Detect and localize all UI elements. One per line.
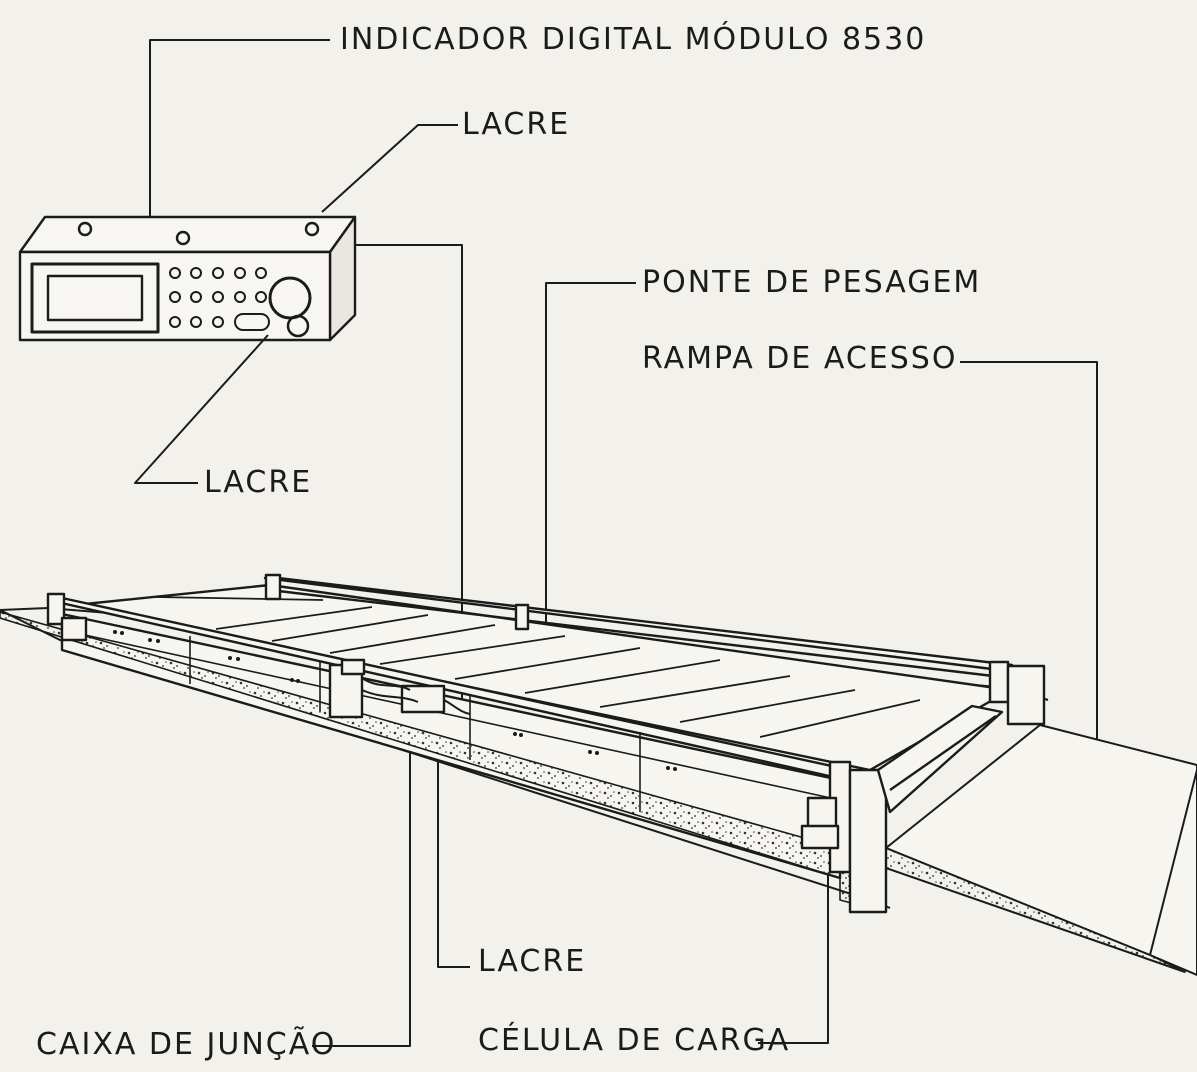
label-ponte-de-pesagem: PONTE DE PESAGEM bbox=[642, 265, 982, 300]
label-lacre-top: LACRE bbox=[462, 107, 571, 142]
access-ramp bbox=[885, 724, 1197, 976]
digital-indicator bbox=[18, 215, 357, 342]
label-indicador-digital: INDICADOR DIGITAL MÓDULO 8530 bbox=[340, 22, 927, 57]
label-lacre-bottom: LACRE bbox=[478, 944, 587, 979]
label-celula-de-carga: CÉLULA DE CARGA bbox=[478, 1023, 791, 1058]
leader-lines bbox=[134, 39, 1098, 1047]
label-rampa-de-acesso: RAMPA DE ACESSO bbox=[642, 341, 958, 376]
weighbridge bbox=[0, 573, 1049, 914]
label-lacre-left: LACRE bbox=[204, 465, 313, 500]
label-caixa-de-juncao: CAIXA DE JUNÇÃO bbox=[36, 1027, 337, 1062]
